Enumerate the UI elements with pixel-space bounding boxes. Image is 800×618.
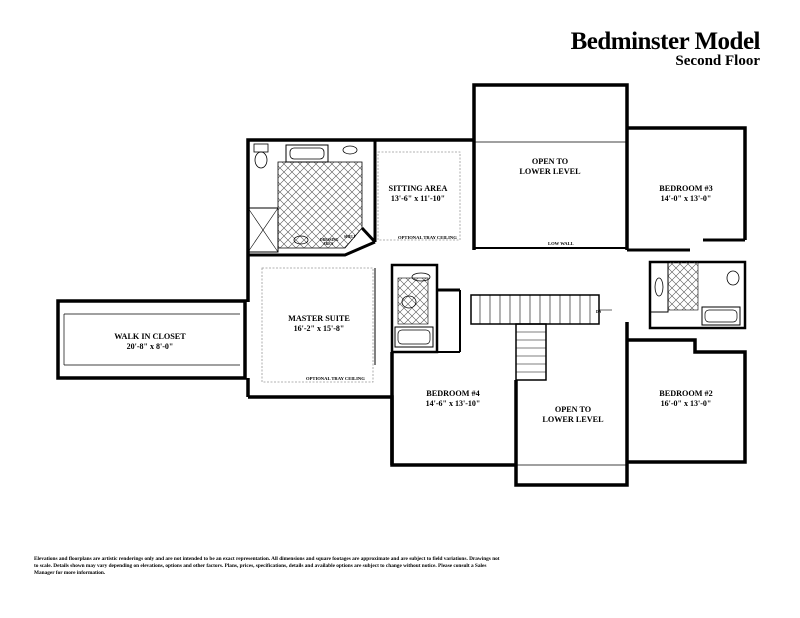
open-lower-line2: LOWER LEVEL	[542, 415, 604, 424]
bath-right	[648, 260, 747, 330]
sitting-area-dim: 13'-6" x 11'-10"	[391, 194, 445, 203]
low-wall-note: LOW WALL	[548, 241, 574, 246]
dressing-area-label-2: AREA	[323, 242, 334, 246]
open-upper-line1: OPEN TO	[532, 157, 568, 166]
master-bath: DRESSING AREA SHELF	[246, 138, 474, 255]
walk-in-closet	[56, 299, 247, 380]
bedroom-3-walls	[627, 126, 747, 252]
master-tray-ceiling-note: OPTIONAL TRAY CEILING	[306, 376, 365, 381]
bedroom-4-name: BEDROOM #4	[426, 389, 479, 398]
bedroom-4-walls	[390, 288, 516, 467]
open-upper-line2: LOWER LEVEL	[519, 167, 581, 176]
master-suite-walls	[246, 240, 394, 465]
bath-left	[390, 263, 439, 354]
walk-in-closet-name: WALK IN CLOSET	[114, 332, 186, 341]
bedroom-3-dim: 14'-0" x 13'-0"	[661, 194, 712, 203]
bedroom-3-name: BEDROOM #3	[659, 184, 712, 193]
plan-title: Bedminster Model	[570, 28, 761, 55]
bedroom-4-dim: 14'-6" x 13'-10"	[426, 399, 481, 408]
open-lower-area	[514, 380, 629, 487]
master-suite-dim: 16'-2" x 15'-8"	[294, 324, 345, 333]
open-upper-area	[472, 83, 629, 250]
bedroom-2-walls	[625, 322, 747, 464]
plan-subtitle: Second Floor	[675, 53, 760, 69]
stairs: DN	[470, 294, 612, 381]
sitting-tray-ceiling-note: OPTIONAL TRAY CEILING	[398, 235, 457, 240]
disclaimer-text: Elevations and floorplans are artistic r…	[34, 556, 500, 577]
walk-in-closet-dim: 20'-8" x 8'-0"	[127, 342, 174, 351]
stair-down-label: DN	[596, 310, 602, 314]
dressing-area-label-1: DRESSING	[320, 238, 339, 242]
shelf-label: SHELF	[344, 235, 357, 239]
bedroom-2-name: BEDROOM #2	[659, 389, 712, 398]
open-lower-line1: OPEN TO	[555, 405, 591, 414]
bedroom-2-dim: 16'-0" x 13'-0"	[661, 399, 712, 408]
sitting-area	[377, 151, 461, 241]
sitting-area-name: SITTING AREA	[389, 184, 448, 193]
master-suite-name: MASTER SUITE	[288, 314, 350, 323]
